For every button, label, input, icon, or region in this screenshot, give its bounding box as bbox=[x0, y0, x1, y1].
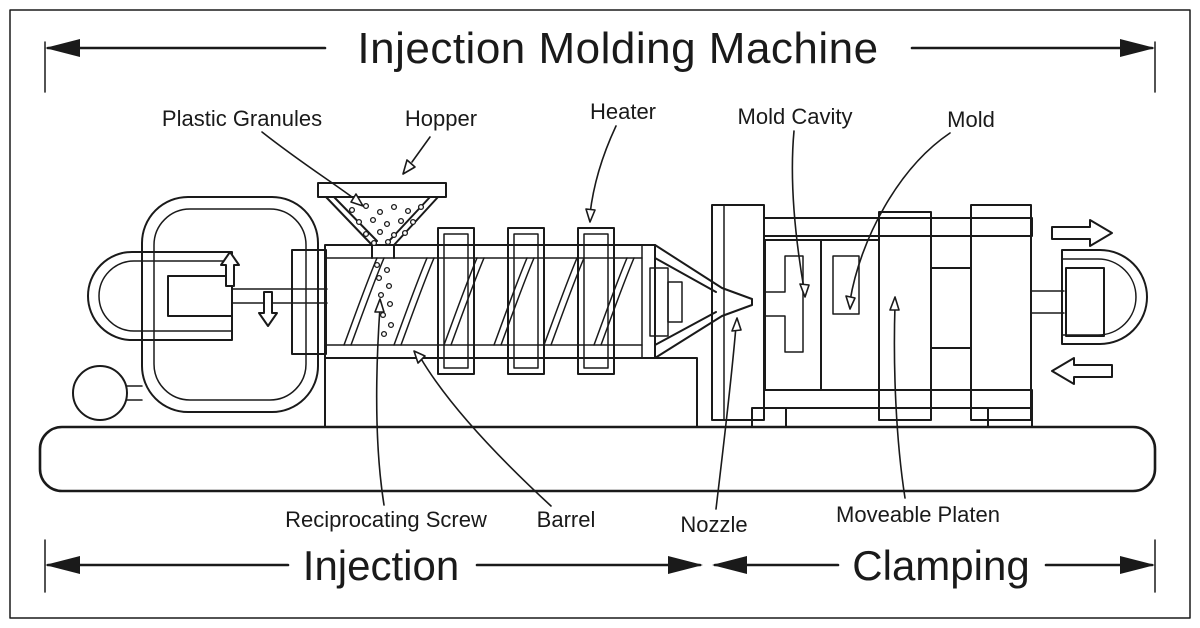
left-motion-arrow-icon bbox=[1051, 357, 1113, 385]
mold-leader bbox=[849, 132, 951, 302]
plastic-granules-arrow-icon bbox=[350, 193, 364, 207]
down-motion-arrow-icon bbox=[258, 291, 278, 327]
mold-cavity-leader bbox=[791, 130, 805, 290]
label-nozzle: Nozzle bbox=[680, 512, 747, 537]
machine-base bbox=[38, 425, 1157, 493]
drive-housing-inner bbox=[153, 208, 307, 401]
check-valve-body bbox=[649, 267, 669, 337]
tie-bar-bottom bbox=[763, 389, 1033, 409]
moveable-platen-arrow-icon bbox=[889, 296, 900, 311]
moveable-platen-boss bbox=[930, 267, 972, 349]
barrel-arrow-icon bbox=[413, 350, 426, 364]
clamp-support-leg-left bbox=[751, 407, 787, 428]
reciprocating-screw-leader bbox=[375, 306, 385, 506]
label-mold: Mold bbox=[947, 107, 995, 132]
piston-rod bbox=[231, 288, 328, 304]
reciprocating-screw-arrow-icon bbox=[374, 298, 385, 313]
motor-link bbox=[126, 385, 143, 401]
clamping-arrowhead-right-icon bbox=[1120, 556, 1155, 574]
injection-cylinder-inner bbox=[98, 260, 233, 332]
injection-cylinder-outer bbox=[87, 251, 233, 341]
plastic-granules-dots bbox=[348, 202, 425, 338]
clamp-rod bbox=[1030, 290, 1065, 314]
clamp-cylinder-outer bbox=[1061, 249, 1148, 345]
drive-housing-outer bbox=[141, 196, 319, 413]
clamping-arrowhead-left-icon bbox=[712, 556, 747, 574]
plastic-granules-leader bbox=[261, 131, 357, 201]
injection-piston bbox=[167, 275, 233, 317]
heater-band-1 bbox=[437, 227, 475, 375]
mold-arrow-icon bbox=[845, 295, 856, 310]
label-reciprocating-screw: Reciprocating Screw bbox=[285, 507, 487, 532]
hopper-funnel bbox=[325, 196, 439, 259]
part-labels: Plastic Granules Hopper Heater Mold Cavi… bbox=[162, 99, 1000, 537]
barrel-bore-lines bbox=[325, 257, 643, 346]
rear-platen bbox=[970, 204, 1032, 421]
barrel-leader bbox=[419, 356, 552, 507]
heater-arrow-icon bbox=[585, 208, 596, 223]
stationary-platen bbox=[711, 204, 765, 421]
heater-band-3 bbox=[577, 227, 615, 375]
injection-arrowhead-left-icon bbox=[45, 556, 80, 574]
mold-cavity-channel bbox=[764, 255, 804, 353]
hopper-arrow-icon bbox=[402, 159, 416, 175]
mold-moving-half bbox=[820, 239, 880, 391]
right-motion-arrow-icon bbox=[1051, 219, 1113, 247]
arrowhead-left-icon bbox=[45, 39, 80, 57]
clamp-support-leg-right bbox=[987, 407, 1033, 428]
label-moveable-platen: Moveable Platen bbox=[836, 502, 1000, 527]
section-injection: Injection bbox=[303, 542, 459, 589]
nozzle-leader bbox=[715, 325, 737, 510]
page-border bbox=[9, 9, 1191, 619]
heater-band-2 bbox=[507, 227, 545, 375]
machine-drawing bbox=[38, 182, 1157, 493]
label-plastic-granules: Plastic Granules bbox=[162, 106, 322, 131]
check-valve-tip bbox=[667, 281, 683, 323]
up-motion-arrow-icon bbox=[220, 251, 240, 287]
leader-lines bbox=[261, 125, 951, 510]
section-clamping: Clamping bbox=[852, 542, 1029, 589]
mold-fixed-half bbox=[764, 239, 822, 391]
dimension-end-ticks bbox=[44, 41, 1156, 93]
bottom-dimensions: Injection Clamping bbox=[44, 539, 1156, 593]
mold-cavity-arrow-icon bbox=[799, 283, 810, 298]
top-dimension: Injection Molding Machine bbox=[44, 24, 1156, 93]
moveable-platen-plate bbox=[878, 211, 932, 421]
label-hopper: Hopper bbox=[405, 106, 477, 131]
bottom-end-ticks bbox=[44, 539, 1156, 593]
moveable-platen-leader bbox=[893, 304, 906, 499]
arrowhead-right-icon bbox=[1120, 39, 1155, 57]
hopper-leader bbox=[411, 136, 431, 163]
motor bbox=[72, 365, 128, 421]
clamp-cylinder-inner bbox=[1061, 258, 1137, 336]
injection-unit-pedestal bbox=[324, 357, 698, 428]
page-title: Injection Molding Machine bbox=[357, 24, 878, 73]
barrel-coupling-block bbox=[291, 249, 327, 355]
injection-arrowhead-right-icon bbox=[668, 556, 703, 574]
nozzle-arrow-icon bbox=[731, 317, 742, 332]
nozzle-cone bbox=[654, 244, 753, 359]
mold-core bbox=[832, 255, 860, 315]
barrel-outline bbox=[324, 244, 656, 359]
reciprocating-screw-flights bbox=[343, 257, 635, 346]
heater-leader bbox=[589, 125, 617, 215]
clamp-piston bbox=[1065, 267, 1105, 337]
label-heater: Heater bbox=[590, 99, 656, 124]
tie-bar-top bbox=[763, 217, 1033, 237]
hopper-rim bbox=[317, 182, 447, 198]
label-barrel: Barrel bbox=[537, 507, 596, 532]
label-mold-cavity: Mold Cavity bbox=[738, 104, 853, 129]
